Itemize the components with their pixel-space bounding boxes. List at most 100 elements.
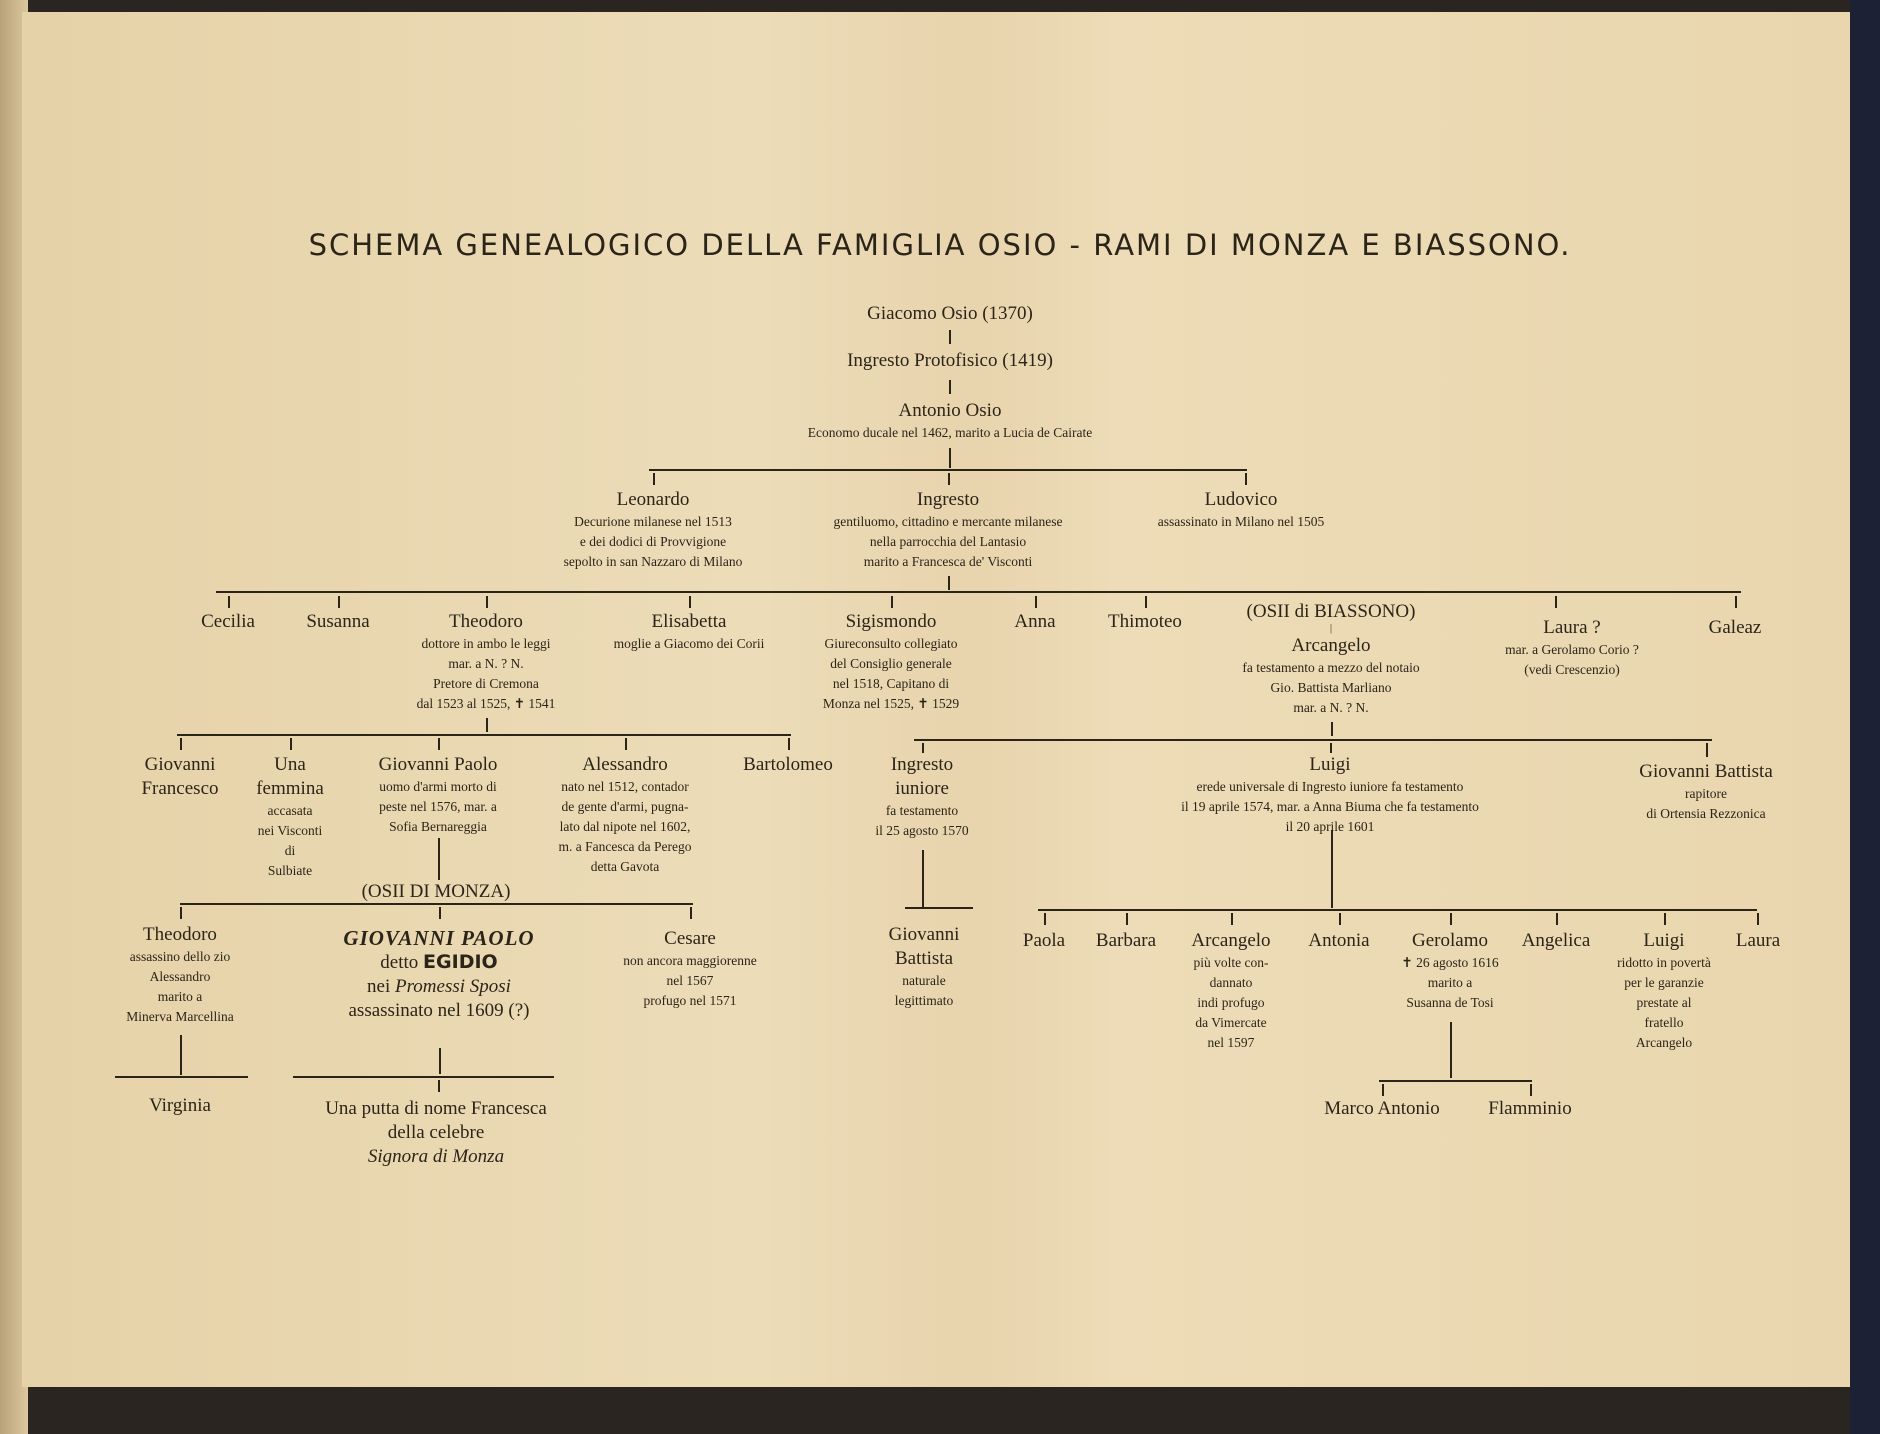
name: Barbara [1095,930,1157,951]
connector [216,591,1741,593]
connector [949,380,951,394]
note: naturale legittimato [894,973,954,1008]
name: Galeaz [1708,617,1762,638]
connector [438,1080,440,1092]
connector [948,576,950,590]
name: Giovanni Paolo [378,754,498,775]
name: Anna [1014,611,1056,632]
connector [1450,913,1452,925]
connector [690,907,692,919]
branch-label: (OSII di BIASSONO) [1246,601,1416,622]
epithet: Signora di Monza [367,1146,505,1167]
name: Giovanni Francesco [141,754,219,799]
name: Luigi [1309,754,1351,775]
note: erede universale di Ingresto iuniore fa … [1181,779,1479,834]
connector [905,907,973,909]
note: assassino dello zio Alessandro marito a … [126,949,234,1024]
node-virginia: Virginia [149,1094,211,1118]
node-paola: Paola [1023,929,1065,953]
name: Paola [1022,930,1066,951]
connector [1339,913,1341,925]
name: Gerolamo [1412,930,1488,951]
connector [689,596,691,608]
detto-label: detto [380,952,419,973]
note: rapitore di Ortensia Rezzonica [1646,786,1766,821]
name: Una femmina [256,754,324,799]
name: Theodoro [449,611,523,632]
node-cecilia: Cecilia [201,610,255,634]
connector [1331,830,1333,908]
connector [949,330,951,344]
name: Virginia [149,1095,211,1116]
node-giacomo: Giacomo Osio (1370) [867,302,1033,326]
note: più volte con- dannato indi profugo da V… [1193,955,1269,1050]
background-edge [1850,0,1880,1434]
name: Laura [1735,930,1781,951]
connector [1735,596,1737,608]
name: Sigismondo [845,611,937,632]
note: Decurione milanese nel 1513 e dei dodici… [563,514,743,569]
connector [180,907,182,919]
note: dottore in ambo le leggi mar. a N. ? N. … [416,636,556,711]
name: Arcangelo [1191,930,1271,951]
name: Elisabetta [651,611,727,632]
note: ✝ 26 agosto 1616 marito a Susanna de Tos… [1401,955,1499,1010]
node-signora-di-monza: Una putta di nome Francesca della celebr… [325,1097,547,1169]
node-thimoteo: Thimoteo [1108,610,1182,634]
note: fa testamento il 25 agosto 1570 [875,803,969,838]
branch-osii-di-monza: (OSII DI MONZA) [362,880,511,904]
note: uomo d'armi morto di peste nel 1576, mar… [379,779,497,834]
connector [1038,909,1757,911]
connector [649,469,1247,471]
name: Theodoro [143,924,217,945]
note: gentiluomo, cittadino e mercante milanes… [833,514,1063,569]
node-barbara: Barbara [1096,929,1156,953]
node-galeaz: Galeaz [1709,616,1762,640]
name: Angelica [1521,930,1591,951]
connector [293,1076,554,1078]
node-gerolamo: Gerolamo ✝ 26 agosto 1616 marito a Susann… [1401,929,1498,1013]
name: Thimoteo [1108,611,1182,632]
connector [180,1035,182,1075]
branch-label: (OSII DI MONZA) [361,881,511,902]
name: Arcangelo [1291,635,1371,656]
name: Ludovico [1204,489,1278,510]
note: moglie a Giacomo dei Corii [613,636,765,651]
connector [922,850,924,908]
connector [1379,1080,1532,1082]
note: mar. a Gerolamo Corio ? (vedi Crescenzio… [1505,642,1639,677]
connector [949,448,951,468]
connector [1245,473,1247,485]
note: non ancora maggiorenne nel 1567 profugo … [623,953,757,1008]
note: assassinato in Milano nel 1505 [1157,514,1325,529]
connector [1044,913,1046,925]
note: fa testamento a mezzo del notaio Gio. Ba… [1242,660,1420,715]
connector [788,738,790,750]
node-giovanni-francesco: Giovanni Francesco [141,753,218,801]
name: Ingresto Protofisico (1419) [847,350,1053,371]
name: GIOVANNI PAOLO [343,926,535,950]
note: nato nel 1512, contador de gente d'armi,… [558,779,692,874]
node-ingresto: Ingresto gentiluomo, cittadino e mercante… [833,488,1062,572]
name: Luigi [1643,930,1685,951]
name: Ingresto [916,489,980,510]
connector [1530,1084,1532,1096]
connector [1231,913,1233,925]
node-anna: Anna [1014,610,1055,634]
connector [948,473,950,485]
connector [486,718,488,732]
connector [1331,722,1333,736]
connector [922,743,924,753]
node-marco-antonio: Marco Antonio [1324,1097,1440,1121]
connector [1664,913,1666,925]
